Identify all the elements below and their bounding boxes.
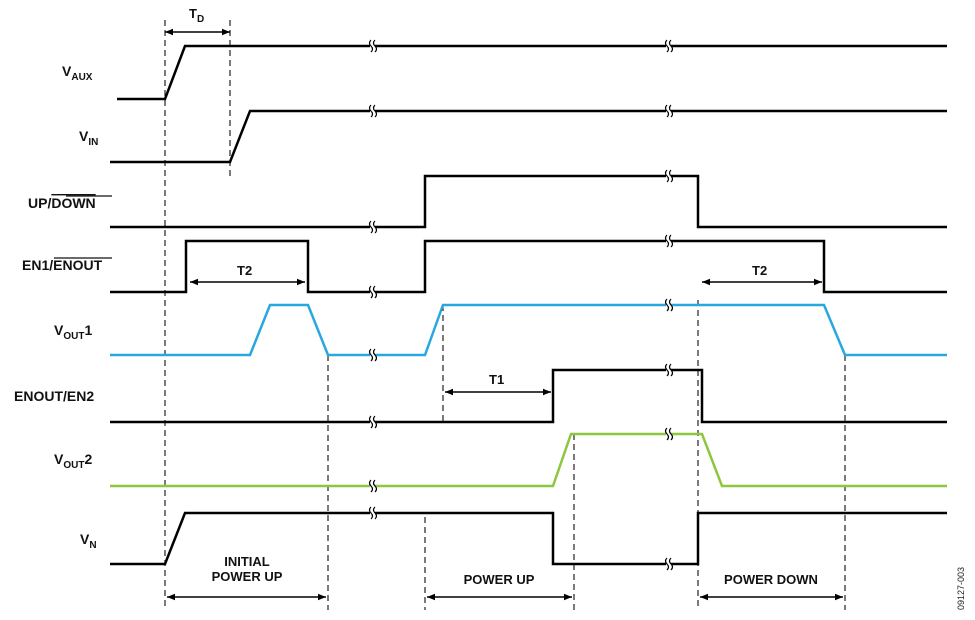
- time-break-marks: [368, 39, 674, 571]
- break-mark-icon: [664, 363, 674, 377]
- label-initial-power-up-2: POWER UP: [212, 569, 283, 584]
- waveform-updown: [110, 174, 947, 229]
- break-mark-icon: [368, 415, 378, 429]
- break-mark-icon: [368, 104, 378, 118]
- waveform-vin: [110, 109, 947, 164]
- break-mark-icon: [368, 479, 378, 493]
- break-mark-icon: [664, 104, 674, 118]
- label-power-down: POWER DOWN: [724, 572, 818, 587]
- waveform-vaux: [117, 44, 947, 101]
- label-vout1: VOUT1: [54, 322, 92, 342]
- label-up-down: UP/DOWN: [28, 195, 96, 211]
- break-mark-icon: [664, 298, 674, 312]
- figure-id: 09127-003: [956, 567, 966, 610]
- label-vaux: VAUX: [62, 63, 93, 83]
- break-mark-icon: [664, 169, 674, 183]
- break-mark-icon: [664, 234, 674, 248]
- waveform-enout: [110, 368, 947, 424]
- label-td: TD: [189, 6, 204, 25]
- reference-dashed-lines: [164, 20, 846, 610]
- break-mark-icon: [368, 348, 378, 362]
- interval-arrows: [165, 28, 843, 601]
- break-mark-icon: [368, 506, 378, 520]
- label-t2-second: T2: [752, 263, 767, 278]
- label-vin: VIN: [79, 128, 98, 148]
- label-vn: VN: [80, 531, 97, 551]
- label-vout2: VOUT2: [54, 451, 92, 471]
- label-power-up: POWER UP: [464, 572, 535, 587]
- break-mark-icon: [664, 557, 674, 571]
- break-mark-icon: [368, 39, 378, 53]
- break-mark-icon: [664, 427, 674, 441]
- waveform-vout1: [110, 303, 947, 357]
- label-en1-enout: EN1/ENOUT: [22, 257, 103, 273]
- break-mark-icon: [664, 39, 674, 53]
- label-enout-en2: ENOUT/EN2: [14, 388, 94, 404]
- waveform-en1: [110, 239, 947, 294]
- break-mark-icon: [368, 285, 378, 299]
- label-t2-first: T2: [237, 263, 252, 278]
- label-initial-power-up-1: INITIAL: [224, 554, 270, 569]
- label-t1: T1: [489, 372, 504, 387]
- break-mark-icon: [368, 220, 378, 234]
- waveforms: [110, 44, 947, 566]
- waveform-vout2: [110, 432, 947, 488]
- waveform-vn: [110, 511, 947, 566]
